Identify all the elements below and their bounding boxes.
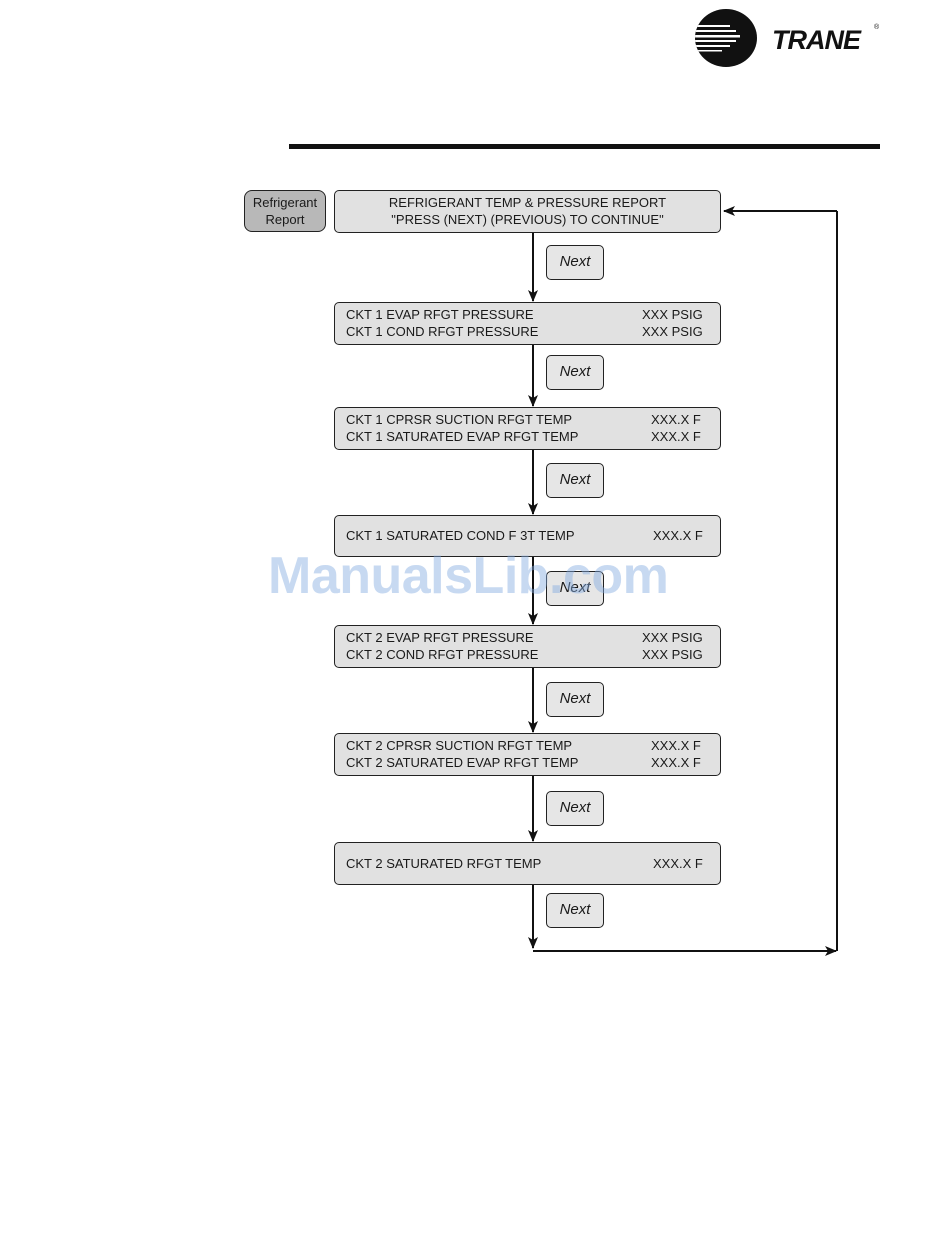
- screen-value: XXX.X F: [653, 528, 703, 543]
- display-screen-ckt2-saturated: CKT 2 SATURATED RFGT TEMP XXX.X F: [334, 842, 721, 885]
- trane-logo: TRANE ®: [694, 8, 884, 68]
- next-button[interactable]: Next: [546, 571, 604, 606]
- screen-label: CKT 1 CPRSR SUCTION RFGT TEMP: [346, 412, 573, 427]
- screen-label: CKT 2 EVAP RFGT PRESSURE: [346, 630, 534, 645]
- screen-label: CKT 2 SATURATED RFGT TEMP: [346, 856, 542, 871]
- header-rule: [289, 144, 880, 149]
- display-screen-ckt1-cond: CKT 1 SATURATED COND F 3T TEMP XXX.X F: [334, 515, 721, 557]
- refrigerant-report-key[interactable]: Refrigerant Report: [244, 190, 326, 232]
- screen-value: XXX PSIG: [642, 324, 703, 339]
- next-button[interactable]: Next: [546, 682, 604, 717]
- screen-value: XXX PSIG: [642, 647, 703, 662]
- screen-label: CKT 1 COND RFGT PRESSURE: [346, 324, 539, 339]
- header-screen-line2: "PRESS (NEXT) (PREVIOUS) TO CONTINUE": [391, 212, 664, 227]
- screen-value: XXX.X F: [651, 412, 701, 427]
- report-header-screen: REFRIGERANT TEMP & PRESSURE REPORT "PRES…: [334, 190, 721, 233]
- menu-key-line1: Refrigerant: [252, 195, 318, 210]
- trane-globe-icon: [695, 9, 757, 67]
- screen-label: CKT 1 EVAP RFGT PRESSURE: [346, 307, 534, 322]
- display-screen-ckt2-temp: CKT 2 CPRSR SUCTION RFGT TEMP XXX.X F CKT…: [334, 733, 721, 776]
- next-button[interactable]: Next: [546, 463, 604, 498]
- screen-value: XXX.X F: [653, 856, 703, 871]
- screen-value: XXX PSIG: [642, 630, 703, 645]
- brand-name: TRANE: [772, 25, 861, 55]
- screen-value: XXX.X F: [651, 738, 701, 753]
- screen-label: CKT 1 SATURATED COND F 3T TEMP: [346, 528, 575, 543]
- menu-key-line2: Report: [265, 212, 305, 227]
- screen-value: XXX PSIG: [642, 307, 703, 322]
- header-screen-line1: REFRIGERANT TEMP & PRESSURE REPORT: [388, 195, 667, 210]
- next-button[interactable]: Next: [546, 791, 604, 826]
- display-screen-ckt2-pressure: CKT 2 EVAP RFGT PRESSURE XXX PSIG CKT 2 C…: [334, 625, 721, 668]
- screen-label: CKT 1 SATURATED EVAP RFGT TEMP: [346, 429, 579, 444]
- next-button[interactable]: Next: [546, 355, 604, 390]
- display-screen-ckt1-pressure: CKT 1 EVAP RFGT PRESSURE XXX PSIG CKT 1 C…: [334, 302, 721, 345]
- display-screen-ckt1-temp: CKT 1 CPRSR SUCTION RFGT TEMP XXX.X F CKT…: [334, 407, 721, 450]
- screen-label: CKT 2 COND RFGT PRESSURE: [346, 647, 539, 662]
- screen-label: CKT 2 SATURATED EVAP RFGT TEMP: [346, 755, 579, 770]
- screen-value: XXX.X F: [651, 429, 701, 444]
- screen-label: CKT 2 CPRSR SUCTION RFGT TEMP: [346, 738, 573, 753]
- next-button[interactable]: Next: [546, 245, 604, 280]
- watermark: ManualsLib.com: [268, 547, 669, 605]
- registered-mark: ®: [874, 24, 880, 31]
- next-button[interactable]: Next: [546, 893, 604, 928]
- screen-value: XXX.X F: [651, 755, 701, 770]
